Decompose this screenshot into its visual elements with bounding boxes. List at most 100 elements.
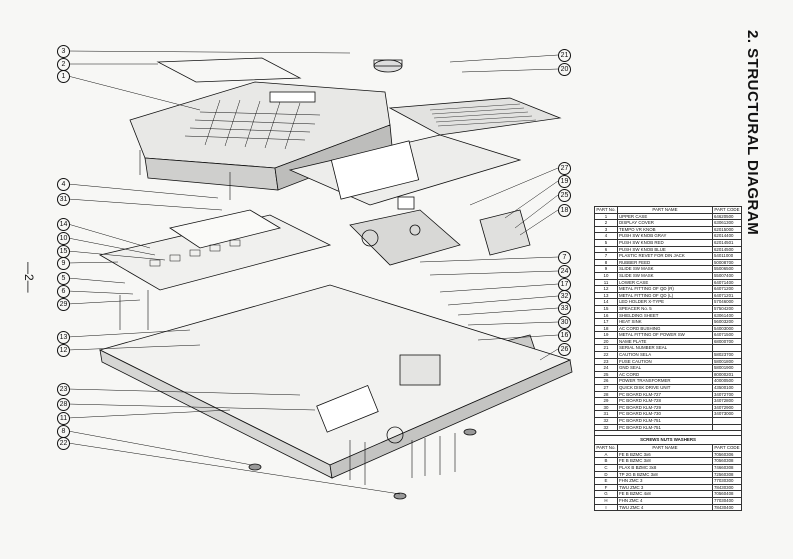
part-no-cell: 20 bbox=[594, 337, 618, 346]
callout-number: 21 bbox=[558, 49, 571, 62]
part-code-cell: 34072700 bbox=[711, 390, 743, 399]
part-code-cell: 50008700 bbox=[711, 258, 743, 267]
part-name-cell: TWU ZMC 4 bbox=[616, 503, 713, 512]
callout-number: 7 bbox=[558, 251, 571, 264]
part-no-cell: 11 bbox=[594, 278, 618, 287]
part-name-cell: SERIAL NUMBER SEAL bbox=[616, 344, 713, 353]
callout-number: 2 bbox=[57, 58, 70, 71]
part-code-cell: 58023700 bbox=[711, 351, 743, 359]
part-name-cell: PUSH SW KNOB BLUE bbox=[616, 245, 713, 254]
part-name-cell: METAL FITTING OF POWER SW bbox=[616, 331, 713, 339]
header-part-no: PART No. bbox=[594, 444, 618, 452]
callout-number: 20 bbox=[558, 63, 571, 76]
part-name-cell: GND SEAL bbox=[616, 364, 713, 372]
part-code-cell: 70560308 bbox=[711, 457, 743, 465]
part-no-cell: C bbox=[594, 463, 618, 472]
part-name-cell: PC BOARD KLM-729 bbox=[616, 403, 713, 412]
part-code-cell: 72560308 bbox=[711, 470, 743, 479]
part-code-cell: 40000500 bbox=[711, 377, 743, 386]
part-name-cell: CAUTION SELA bbox=[616, 351, 713, 359]
part-no-cell: 15 bbox=[594, 304, 618, 313]
part-code-cell: 64071201 bbox=[711, 291, 743, 300]
part-name-cell: PLASTIC REVET FOR DIN JACK bbox=[616, 252, 713, 260]
part-no-cell: 4 bbox=[594, 232, 618, 240]
part-name-cell: FHN ZMC 3 bbox=[616, 477, 713, 485]
part-no-cell: 31 bbox=[594, 410, 618, 418]
part-no-cell: 26 bbox=[594, 377, 618, 386]
part-name-cell: UPPER CASE bbox=[616, 212, 713, 221]
part-no-cell: G bbox=[594, 490, 618, 498]
part-name-cell: FUSE CAUTION bbox=[616, 357, 713, 366]
part-code-cell: 57504200 bbox=[711, 304, 743, 313]
part-no-cell: 16 bbox=[594, 311, 618, 320]
part-name-cell: POWER TRANSFORMER bbox=[616, 377, 713, 386]
part-name-cell: SLIDE SW MASK bbox=[616, 265, 713, 273]
part-code-cell: 62014500 bbox=[711, 245, 743, 254]
part-no-cell: 2 bbox=[594, 219, 618, 227]
part-code-cell: 55007400 bbox=[711, 271, 743, 280]
part-name-cell: AC CORD bbox=[616, 370, 713, 379]
part-no-cell: 6 bbox=[594, 245, 618, 254]
part-no-cell: I bbox=[594, 503, 618, 512]
part-code-cell: 64071500 bbox=[711, 331, 743, 339]
part-name-cell: SLIDE SW MASK bbox=[616, 271, 713, 280]
part-no-cell: E bbox=[594, 477, 618, 485]
part-name-cell: LOWER CASE bbox=[616, 278, 713, 287]
callout-number: 16 bbox=[558, 329, 571, 342]
part-name-cell: PUSH SW KNOB RED bbox=[616, 238, 713, 247]
part-name-cell: QUICK DISK DRIVE UNIT bbox=[616, 384, 713, 392]
part-name-cell: NAME PLATE bbox=[616, 337, 713, 346]
part-name-cell: SPEACER No. 5 bbox=[616, 304, 713, 313]
callout-number: 19 bbox=[558, 175, 571, 188]
part-code-cell: 77030400 bbox=[711, 496, 743, 505]
part-code-cell: 78430400 bbox=[711, 503, 743, 512]
part-code-cell: 68000700 bbox=[711, 337, 743, 346]
part-no-cell: D bbox=[594, 470, 618, 479]
part-code-cell: 80000201 bbox=[711, 370, 743, 379]
callout-number: 4 bbox=[57, 178, 70, 191]
part-name-cell: PLAX B BZMC 3x8 bbox=[616, 463, 713, 472]
part-no-cell: 1 bbox=[594, 212, 618, 221]
part-code-cell: 64071200 bbox=[711, 285, 743, 293]
part-name-cell: TEMPO VR KNOB bbox=[616, 225, 713, 234]
part-no-cell: 13 bbox=[594, 291, 618, 300]
callout-number: 5 bbox=[57, 272, 70, 285]
part-name-cell: PC BOARD KLM-728 bbox=[616, 397, 713, 405]
callout-number: 6 bbox=[57, 285, 70, 298]
part-name-cell: FHN ZMC 4 bbox=[616, 496, 713, 505]
callout-number: 11 bbox=[57, 412, 70, 425]
part-no-cell: B bbox=[594, 457, 618, 465]
callout-number: 26 bbox=[558, 343, 571, 356]
callout-number: 1 bbox=[57, 70, 70, 83]
callout-number: 18 bbox=[558, 204, 571, 217]
part-code-cell: 74660308 bbox=[711, 463, 743, 472]
part-code-cell: 54003000 bbox=[711, 324, 743, 333]
display-cover-part bbox=[156, 57, 302, 83]
part-code-cell: 64620500 bbox=[711, 212, 743, 221]
part-no-cell: 28 bbox=[594, 390, 618, 399]
part-no-cell: 8 bbox=[594, 258, 618, 267]
